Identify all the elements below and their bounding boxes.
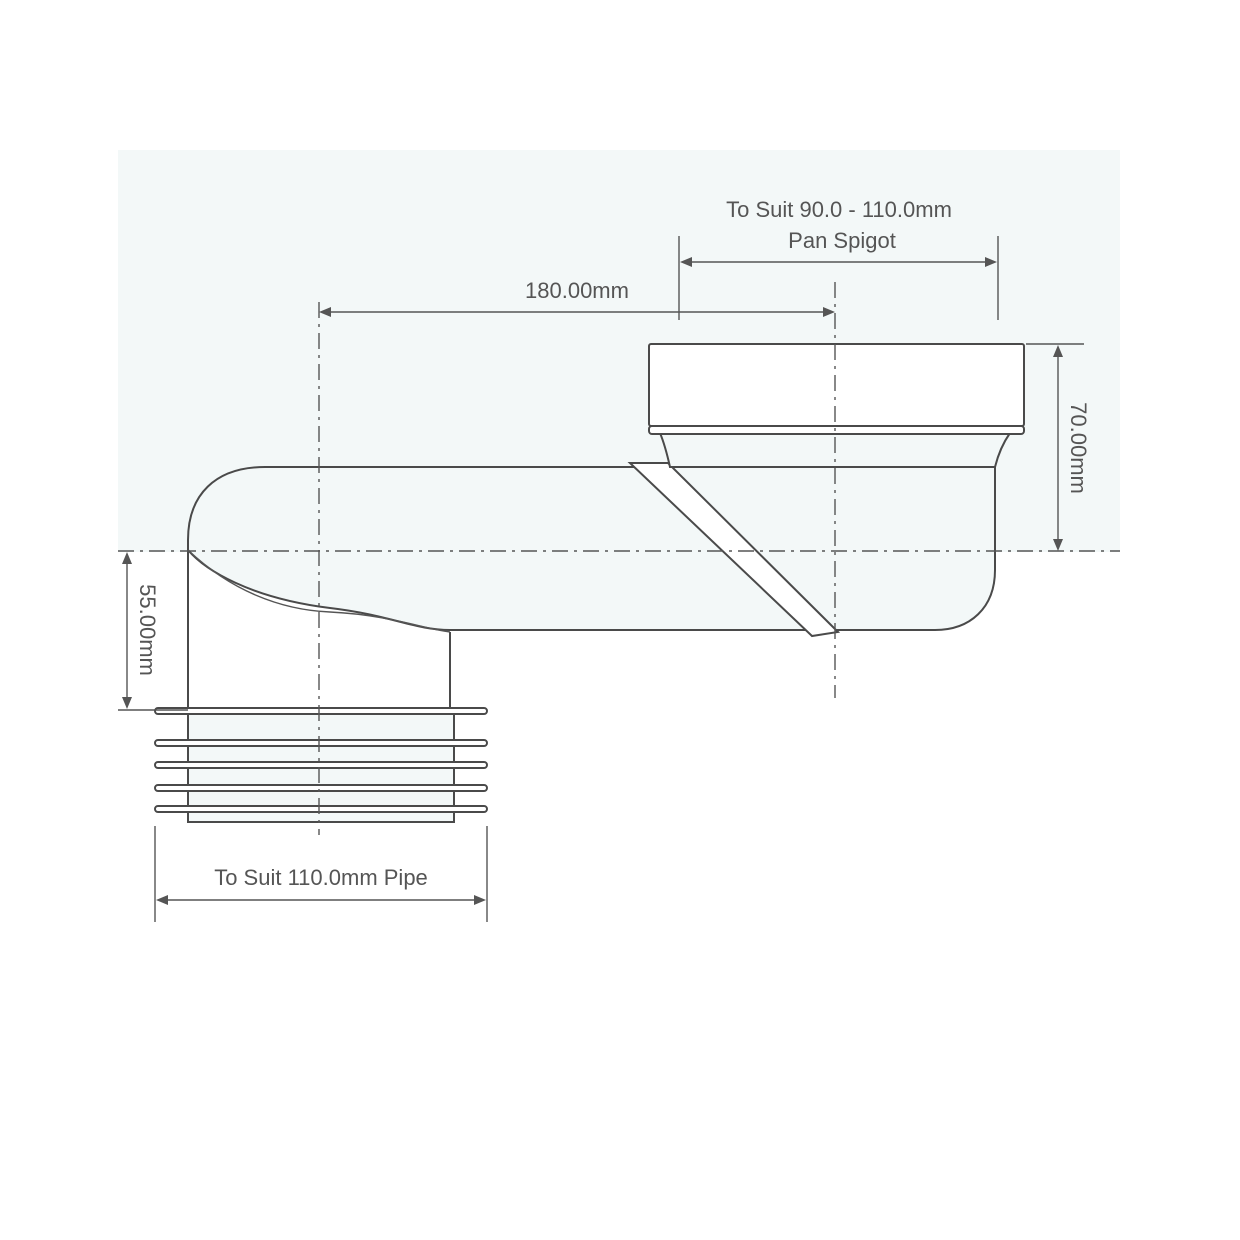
arrow-icon xyxy=(823,307,835,317)
arrow-icon xyxy=(156,895,168,905)
vertical-upper-label: 70.00mm xyxy=(1066,402,1091,494)
arrow-icon xyxy=(122,697,132,709)
fin-1 xyxy=(154,707,488,715)
fin-5 xyxy=(154,805,488,813)
fin-3 xyxy=(154,761,488,769)
fin-4 xyxy=(154,784,488,792)
spigot-socket xyxy=(648,343,1025,427)
elbow-inner-curve xyxy=(187,549,451,633)
arrow-icon xyxy=(319,307,331,317)
arrow-icon xyxy=(122,552,132,564)
arrow-icon xyxy=(1053,539,1063,551)
connector-body xyxy=(187,466,996,710)
pan-spigot-label-line2: Pan Spigot xyxy=(788,228,896,253)
pipe-size-label: To Suit 110.0mm Pipe xyxy=(214,865,428,890)
arrow-icon xyxy=(985,257,997,267)
horizontal-offset-label: 180.00mm xyxy=(525,278,629,303)
pan-spigot-label-line1: To Suit 90.0 - 110.0mm xyxy=(726,197,952,222)
diagonal-band xyxy=(627,462,841,638)
vertical-lower-label: 55.00mm xyxy=(135,584,160,676)
arrow-icon xyxy=(680,257,692,267)
arrow-icon xyxy=(474,895,486,905)
arrow-icon xyxy=(1053,345,1063,357)
socket-ring xyxy=(648,425,1025,435)
fin-2 xyxy=(154,739,488,747)
